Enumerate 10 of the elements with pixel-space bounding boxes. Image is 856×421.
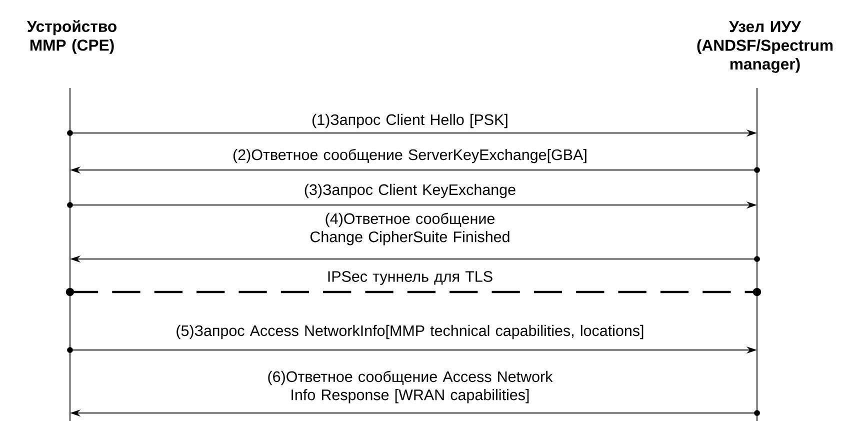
message-label: (1)Запрос Client Hello [PSK] bbox=[312, 114, 508, 128]
message-label: (5)Запрос Access NetworkInfo[MMP technical capabilities, locations] bbox=[176, 324, 644, 340]
message-label: (6)Ответное сообщение Access Network Info Response [WRAN capabilities] bbox=[268, 370, 553, 404]
message-label: (3)Запрос Client KeyExchange bbox=[304, 184, 516, 198]
message-label: (2)Ответное сообщение ServerKeyExchange[GBA] bbox=[233, 148, 586, 164]
message-label: (4)Ответное сообщение Change CipherSuite Finished bbox=[310, 212, 510, 246]
message-label: IPSec туннель для TLS bbox=[328, 271, 492, 285]
participant-label: Узел ИУУ (ANDSF/Spectrum manager) bbox=[697, 21, 833, 73]
participant-label: Устройство MMP (CPE) bbox=[26, 20, 116, 54]
dashed-line bbox=[66, 288, 762, 296]
